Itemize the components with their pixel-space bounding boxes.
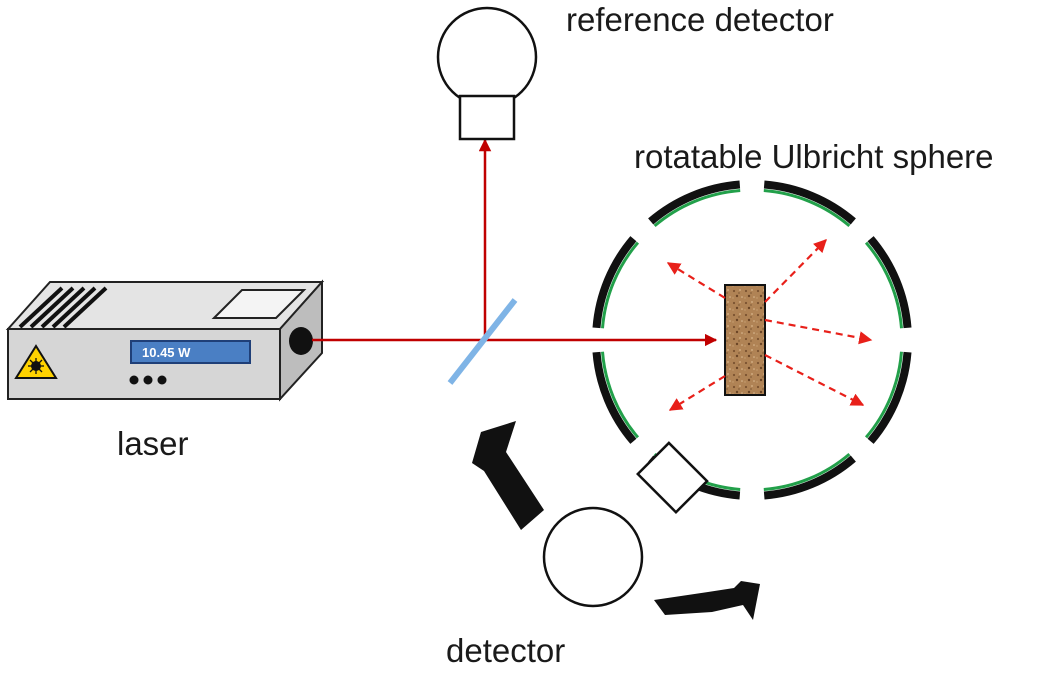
- laser-label: laser: [117, 425, 189, 462]
- reference-detector-label: reference detector: [566, 1, 834, 38]
- laser-buttons: [129, 375, 167, 385]
- scatter-arrow: [666, 262, 726, 299]
- sphere-wall-segment: [648, 180, 741, 225]
- sphere-coating-segment: [763, 189, 851, 228]
- laser-beams: [312, 138, 718, 347]
- beam-splitter: [447, 298, 518, 385]
- sphere-coating-segment: [653, 189, 741, 228]
- scatter-arrow: [764, 318, 873, 345]
- laser-button-2: [143, 375, 153, 385]
- reference-detector-head: [458, 94, 516, 141]
- sphere-coating-segment: [601, 241, 640, 329]
- rotation-arrow-right: [654, 581, 760, 620]
- sphere-wall-segment: [592, 351, 637, 444]
- laser-top-panel: [211, 289, 307, 319]
- reference-detector: [436, 6, 538, 141]
- detector-bulb: [542, 506, 644, 608]
- laser-power-readout: 10.45 W: [142, 345, 191, 360]
- reference-detector-bulb: [436, 6, 538, 108]
- scatter-arrow: [764, 354, 865, 406]
- scattered-light: [666, 239, 873, 411]
- sphere-label: rotatable Ulbricht sphere: [634, 138, 994, 175]
- sphere-coating-segment: [601, 351, 640, 439]
- sphere-wall-segment: [592, 236, 637, 329]
- sphere-coating-segment: [763, 452, 851, 491]
- detector-label: detector: [446, 632, 566, 669]
- laser-aperture: [289, 327, 313, 355]
- sample: [724, 284, 766, 396]
- rotation-arrow-up: [472, 421, 544, 530]
- scatter-arrow: [668, 375, 726, 411]
- detector-head: [636, 441, 709, 514]
- sphere-coating-segment: [864, 241, 903, 329]
- scatter-arrow: [764, 239, 827, 303]
- laser-warning-icon: [14, 344, 58, 379]
- rotation-arrow-icon: [472, 421, 760, 620]
- laser-device: 10.45 W: [5, 279, 325, 402]
- detector: [542, 441, 709, 608]
- sphere-wall-segment: [867, 236, 912, 329]
- sphere-wall-segment: [763, 180, 856, 225]
- sphere-wall-segment: [763, 455, 856, 500]
- laser-button-3: [157, 375, 167, 385]
- sphere-coating-segment: [864, 351, 903, 439]
- sphere-wall-segment: [867, 351, 912, 444]
- laser-power-display: [130, 340, 251, 364]
- laser-button-1: [129, 375, 139, 385]
- laser-vent: [18, 286, 108, 329]
